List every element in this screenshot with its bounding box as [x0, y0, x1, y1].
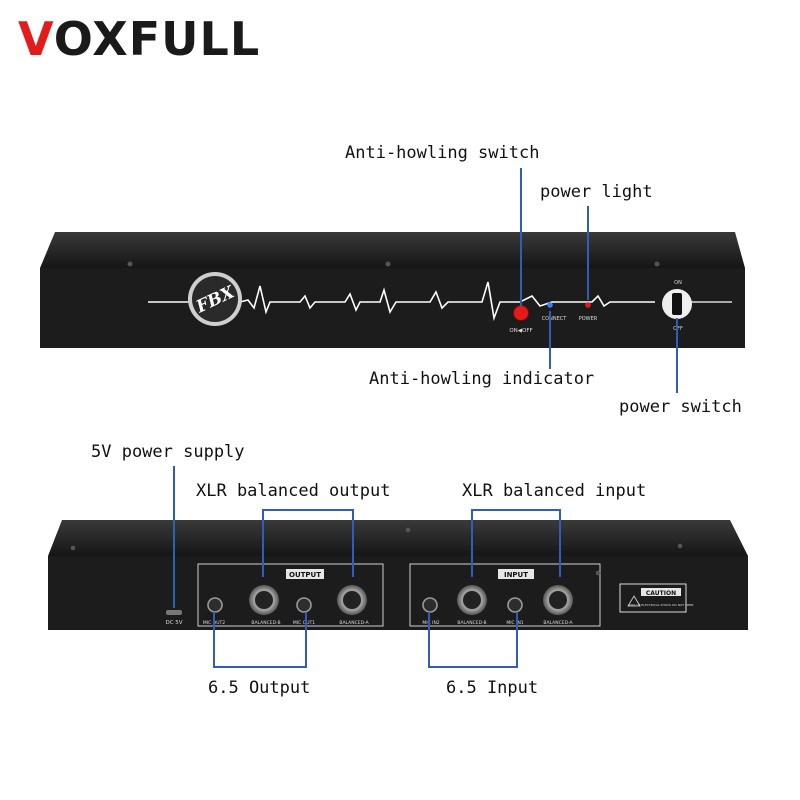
screw-icon — [127, 261, 133, 267]
heartbeat-line — [148, 281, 655, 322]
jack-65-output-1[interactable] — [296, 597, 312, 613]
input-group-frame — [409, 563, 601, 627]
label-anti-howling-indicator: Anti-howling indicator — [369, 369, 595, 389]
balanced-a-in-label: BALANCED-A — [543, 620, 573, 626]
caution-sticker — [619, 583, 687, 613]
screw-icon — [654, 261, 660, 267]
back-panel-top — [48, 520, 748, 556]
input-group-label: INPUT — [504, 571, 528, 579]
back-panel: DC 5V OUTPUT MIC OUT2 BALANCED-B MIC OUT… — [48, 520, 748, 630]
connect-led-label: CONNECT — [542, 316, 568, 322]
anti-howling-switch-button[interactable] — [513, 305, 529, 321]
power-rocker-switch[interactable] — [672, 293, 682, 315]
fbx-badge-center — [192, 276, 238, 322]
caution-title-bg — [641, 588, 681, 596]
warning-triangle-icon — [627, 595, 641, 607]
bracket-xlr-output — [262, 509, 354, 577]
output-group-tag — [286, 569, 324, 579]
jack-65-input-2[interactable] — [422, 597, 438, 613]
power-led — [585, 302, 591, 308]
jack-65-input-1[interactable] — [507, 597, 523, 613]
label-65-input: 6.5 Input — [446, 678, 539, 698]
power-led-label: POWER — [579, 316, 598, 322]
input-group-tag — [498, 569, 534, 579]
label-xlr-balanced-output: XLR balanced output — [196, 481, 391, 501]
voxfull-logo: VOXFULL — [18, 12, 260, 66]
xlr-input-b-inner — [463, 591, 481, 609]
xlr-output-b-inner — [255, 591, 273, 609]
label-5v-power-supply: 5V power supply — [91, 442, 245, 462]
dc-jack-port[interactable] — [166, 610, 182, 615]
logo-accent-letter: V — [18, 12, 54, 66]
balanced-a-out-label: BALANCED-A — [339, 620, 369, 626]
label-power-switch: power switch — [619, 397, 742, 417]
screw-icon — [385, 261, 391, 267]
bracket-65-output — [213, 612, 307, 668]
switch-caption: ON◀OFF — [509, 328, 532, 334]
logo-text: OXFULL — [53, 12, 261, 66]
output-group-label: OUTPUT — [289, 571, 321, 579]
balanced-b-in-label: BALANCED-B — [457, 620, 486, 626]
caution-title: CAUTION — [646, 590, 676, 597]
screw-icon — [405, 527, 411, 533]
jack-65-output-2[interactable] — [207, 597, 223, 613]
bracket-65-input — [428, 612, 518, 668]
rocker-on-label: ON — [674, 280, 682, 286]
screw-icon — [595, 570, 601, 576]
mic-out1-label: MIC OUT1 — [293, 620, 315, 626]
label-power-light: power light — [540, 182, 653, 202]
front-panel: FBX ON◀OFF CONNECT POWER ON OFF — [40, 232, 745, 348]
mic-in1-label: MIC IN1 — [506, 620, 523, 626]
label-65-output: 6.5 Output — [208, 678, 311, 698]
bracket-xlr-input — [471, 509, 561, 577]
caution-text: RISK OF ELECTRICAL SHOCK DO NOT OPEN — [629, 603, 694, 607]
callout-power-switch — [676, 318, 678, 393]
callout-anti-howling-indicator — [549, 311, 551, 369]
connect-led — [547, 302, 553, 308]
callout-anti-howling-switch — [520, 168, 522, 306]
rocker-off-label: OFF — [673, 326, 683, 332]
output-group-frame — [197, 563, 384, 627]
mic-in2-label: MIC IN2 — [422, 620, 439, 626]
dc-label: DC 5V — [165, 620, 182, 626]
screw-icon — [677, 543, 683, 549]
callout-power-light — [587, 206, 589, 300]
balanced-b-out-label: BALANCED-B — [251, 620, 280, 626]
front-panel-top — [40, 232, 745, 268]
xlr-input-a-inner — [549, 591, 567, 609]
back-panel-face — [48, 556, 748, 630]
label-xlr-balanced-input: XLR balanced input — [462, 481, 647, 501]
screw-icon — [70, 545, 76, 551]
label-anti-howling-switch: Anti-howling switch — [345, 143, 540, 163]
callout-5v-power-supply — [173, 466, 175, 608]
xlr-output-a-inner — [343, 591, 361, 609]
